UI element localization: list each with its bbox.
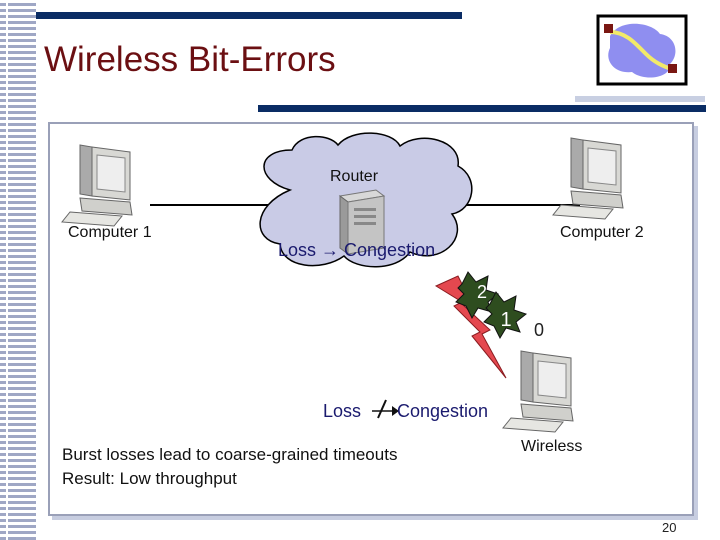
rule-shadow xyxy=(575,96,705,102)
wireless-computer-icon xyxy=(502,350,574,433)
computer2-label: Computer 2 xyxy=(560,224,644,241)
wireless-caption-loss: Loss xyxy=(323,401,362,421)
cloud-caption: Loss → Congestion xyxy=(278,240,436,260)
packet-0-label: 0 xyxy=(534,320,544,340)
slide-title: Wireless Bit-Errors xyxy=(44,40,336,79)
computer1-label: Computer 1 xyxy=(68,224,152,241)
packet-0: 0 xyxy=(534,320,544,340)
router-label: Router xyxy=(330,168,379,185)
note-line-1: Burst losses lead to coarse-grained time… xyxy=(62,445,398,464)
wireless-caption-congestion: Congestion xyxy=(397,401,489,421)
left-stripe-decoration xyxy=(0,0,36,540)
page-number: 20 xyxy=(662,520,677,535)
computer1-icon xyxy=(61,144,133,227)
computer2-icon xyxy=(552,137,624,220)
top-rule xyxy=(36,12,462,19)
wireless-label: Wireless xyxy=(521,438,583,455)
packet-1: 1 xyxy=(483,291,528,340)
packet-1-label: 1 xyxy=(500,309,511,331)
packet-2-label: 2 xyxy=(477,282,487,302)
network-logo-icon xyxy=(596,14,688,86)
router-cloud xyxy=(259,132,473,268)
title-rule xyxy=(258,105,706,112)
note-line-2: Result: Low throughput xyxy=(62,469,237,488)
router-server-icon xyxy=(338,189,386,255)
loss-not-congestion-arrow xyxy=(372,399,399,419)
